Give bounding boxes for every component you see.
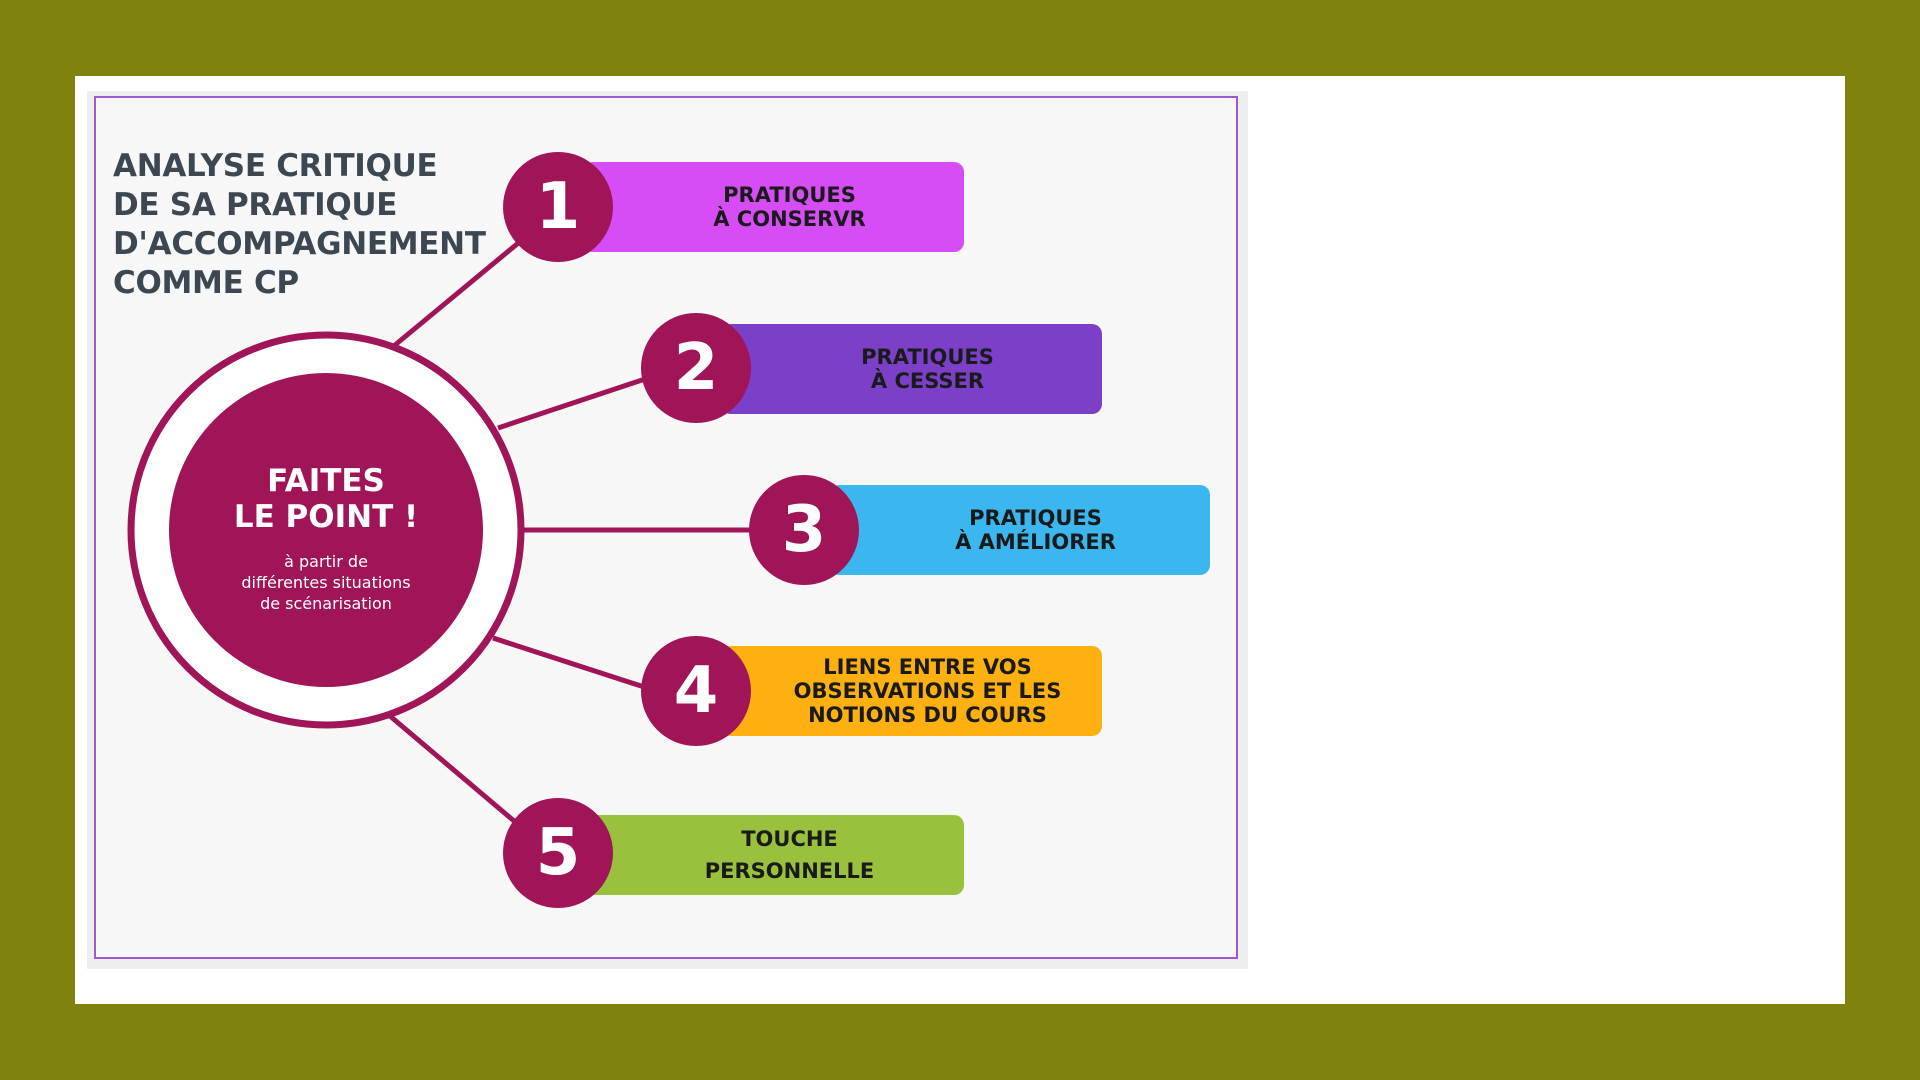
hub-subtitle: à partir de différentes situations de sc… [170,551,482,614]
step-1-number: 1 [536,175,581,239]
step-2-number-badge: 2 [641,313,751,423]
step-2-label: PRATIQUES À CESSER [861,345,994,393]
step-2-number: 2 [674,336,719,400]
hub-subtitle-line-2: différentes situations [170,572,482,593]
step-5-number: 5 [536,821,581,885]
step-2-bar: PRATIQUES À CESSER [721,324,1102,414]
hub-title-line-1: FAITES [170,463,482,499]
step-1-bar: PRATIQUES À CONSERVR [583,162,964,252]
step-4-label: LIENS ENTRE VOS OBSERVATIONS ET LES NOTI… [794,655,1062,727]
step-1-number-badge: 1 [503,152,613,262]
step-5-bar: TOUCHE PERSONNELLE [583,815,964,895]
step-4-number: 4 [674,659,719,723]
step-3-bar: PRATIQUES À AMÉLIORER [829,485,1210,575]
step-1-label: PRATIQUES À CONSERVR [713,183,865,231]
step-3-number-badge: 3 [749,475,859,585]
step-4-number-badge: 4 [641,636,751,746]
step-4-bar: LIENS ENTRE VOS OBSERVATIONS ET LES NOTI… [721,646,1102,736]
hub-subtitle-line-3: de scénarisation [170,593,482,614]
step-3-label: PRATIQUES À AMÉLIORER [955,506,1116,554]
hub-subtitle-line-1: à partir de [170,551,482,572]
step-5-label: TOUCHE PERSONNELLE [705,823,875,887]
hub-text: FAITES LE POINT ! à partir de différente… [170,463,482,614]
hub-title-line-2: LE POINT ! [170,499,482,535]
step-5-number-badge: 5 [503,798,613,908]
step-3-number: 3 [782,498,827,562]
